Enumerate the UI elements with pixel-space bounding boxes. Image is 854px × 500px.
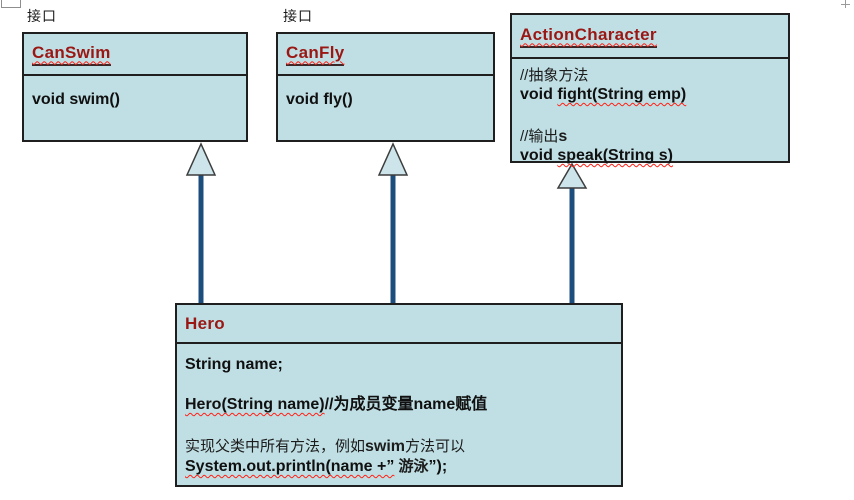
interface-stereotype-label-canfly: 接口: [283, 8, 313, 24]
class-box-canfly: CanFly void fly(): [276, 32, 495, 142]
class-title-actioncharacter: ActionCharacter: [520, 24, 657, 44]
realization-arrow-actioncharacter: [556, 162, 588, 303]
method-speak: void speak(String s): [520, 147, 673, 164]
hollow-triangle-arrowhead-icon: [185, 142, 217, 176]
class-title-canswim: CanSwim: [32, 42, 111, 62]
hollow-triangle-arrowhead-icon: [377, 142, 409, 176]
class-box-actioncharacter: ActionCharacter //抽象方法 void fight(String…: [510, 13, 790, 164]
note-line-2: System.out.println(name +” 游泳”);: [185, 458, 448, 475]
note-line-1: 实现父类中所有方法，例如swim方法可以: [185, 438, 466, 455]
class-box-title-row: CanSwim: [24, 34, 246, 76]
class-title-canfly: CanFly: [286, 42, 345, 62]
class-box-title-row: CanFly: [278, 34, 493, 76]
constructor-line: Hero(String name)//为成员变量name赋值: [185, 396, 488, 413]
interface-stereotype-label-canswim: 接口: [27, 8, 57, 24]
comment-output-s: //输出s: [520, 128, 568, 145]
class-box-canswim: CanSwim void swim(): [22, 32, 248, 142]
class-box-hero: Hero String name; Hero(String name)//为成员…: [175, 303, 623, 487]
field-name: String name;: [185, 356, 283, 373]
class-title-hero: Hero: [185, 313, 225, 333]
realization-arrow-canfly: [377, 142, 409, 303]
capture-corner-artifact: [1, 0, 21, 8]
method-fight: void fight(String emp): [520, 86, 687, 103]
realization-arrow-canswim: [185, 142, 217, 303]
method-fly: void fly(): [286, 91, 353, 108]
method-swim: void swim(): [32, 91, 121, 108]
capture-mark-icon: [845, 0, 846, 8]
hollow-triangle-arrowhead-icon: [556, 162, 588, 189]
class-box-title-row: Hero: [177, 305, 621, 344]
class-box-title-row: ActionCharacter: [512, 15, 788, 59]
comment-abstract-method: //抽象方法: [520, 67, 589, 84]
